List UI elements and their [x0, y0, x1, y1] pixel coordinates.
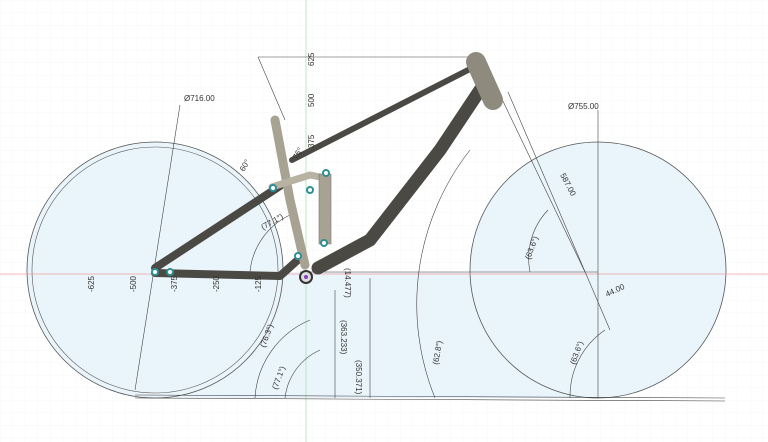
svg-text:-375: -375: [170, 275, 179, 292]
top-tube: [289, 65, 475, 163]
svg-text:(363.233): (363.233): [339, 320, 348, 355]
svg-text:-250: -250: [212, 275, 221, 292]
seat-tube: [270, 115, 310, 270]
svg-text:625: 625: [307, 52, 316, 66]
horizontal-ruler: -625 -500 -375 -250 -125: [87, 275, 263, 292]
pivot-points[interactable]: [151, 169, 330, 276]
seatstay: [151, 182, 284, 272]
chainstay: [151, 254, 304, 280]
rear-wheel-diameter: Ø716.00: [184, 94, 215, 103]
head-tube: [466, 52, 503, 110]
svg-text:(14.477): (14.477): [343, 268, 352, 298]
svg-text:(350.371): (350.371): [354, 360, 363, 395]
svg-text:375: 375: [307, 134, 316, 148]
svg-text:500: 500: [307, 93, 316, 107]
svg-text:-500: -500: [129, 275, 138, 292]
construction-lines: [134, 56, 726, 402]
vertical-ruler: 625 500 375: [307, 52, 316, 148]
svg-text:-625: -625: [87, 275, 96, 292]
svg-text:-125: -125: [254, 275, 263, 292]
svg-text:(62.8°): (62.8°): [431, 340, 444, 366]
bike-frame[interactable]: [151, 52, 503, 284]
shock: [318, 173, 332, 245]
front-wheel-diameter: Ø755.00: [568, 102, 599, 111]
down-tube: [311, 83, 487, 275]
